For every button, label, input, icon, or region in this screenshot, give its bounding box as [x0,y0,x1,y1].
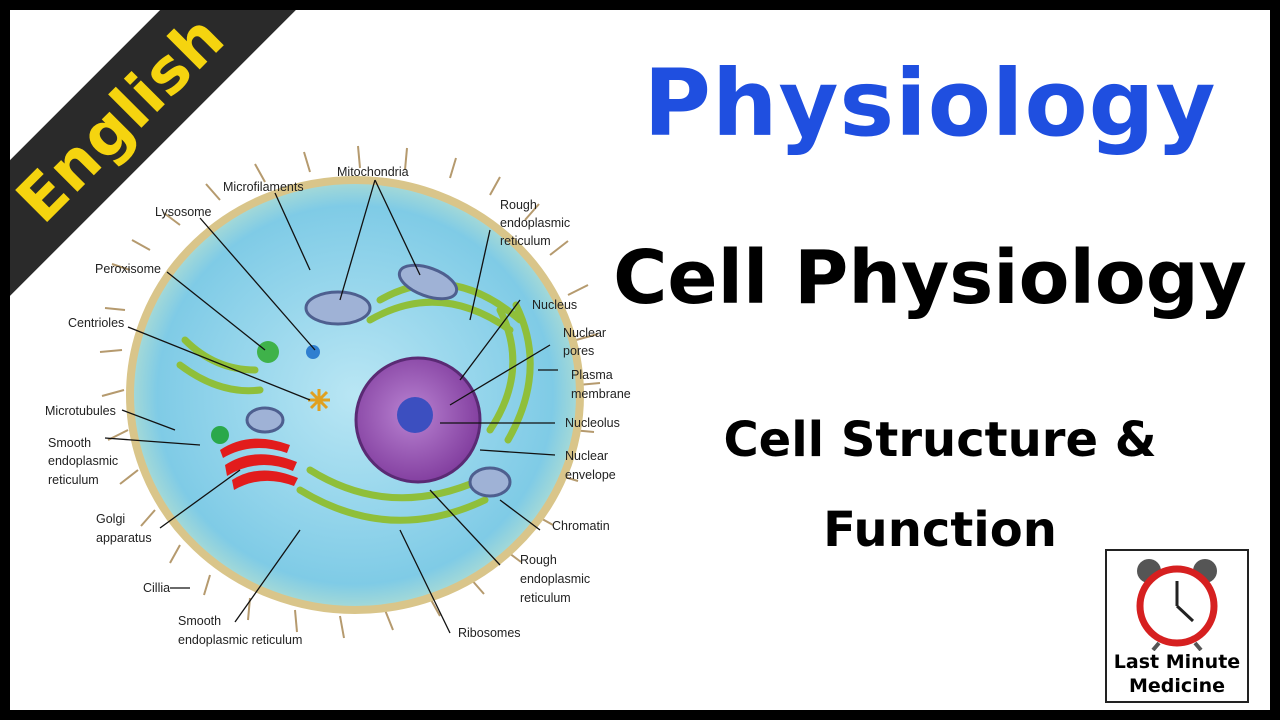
mitochondrion-icon [245,406,285,434]
label-lysosome: Lysosome [155,205,212,219]
label-microfilaments: Microfilaments [223,180,304,194]
label-smooth-er-left-2: endoplasmic [48,454,118,468]
label-rough-er-bottom-1: Rough [520,553,557,567]
mitochondrion-icon [468,466,512,498]
label-rough-er-top-3: reticulum [500,234,551,248]
ribbon-band: English [10,10,324,322]
label-rough-er-top-2: endoplasmic [500,216,570,230]
label-golgi-1: Golgi [96,512,125,526]
leader-lines [104,179,558,634]
lysosome-icon [211,426,229,444]
logo-line-2: Medicine [1128,675,1226,697]
label-plasma-membrane-1: Plasma [571,368,613,382]
vesicle-icon [306,345,320,359]
peroxisome-icon [257,341,279,363]
label-ribosomes: Ribosomes [458,626,521,640]
ribbon-label: English [10,10,239,237]
main-title: Physiology [643,50,1217,157]
label-golgi-2: apparatus [96,531,152,545]
label-nuclear-pores-1: Nuclear [563,326,606,340]
label-nucleolus: Nucleolus [565,416,620,430]
label-chromatin: Chromatin [552,519,610,533]
label-rough-er-bottom-2: endoplasmic [520,572,590,586]
language-ribbon: English [10,10,340,340]
cell-diagram: Microfilaments Mitochondria Lysosome Rou… [45,145,631,647]
description-line-2: Function [823,502,1057,558]
label-cillia: Cillia [143,581,170,595]
thumbnail-canvas: Microfilaments Mitochondria Lysosome Rou… [10,10,1270,710]
label-nuclear-envelope-2: envelope [565,468,616,482]
label-nuclear-pores-2: pores [563,344,594,358]
cilia-ring [99,145,601,639]
golgi-apparatus-icon [220,438,298,490]
nucleolus-icon [397,397,433,433]
label-smooth-er-bottom-1: Smooth [178,614,221,628]
label-smooth-er-left-1: Smooth [48,436,91,450]
logo-line-1: Last Minute [1113,651,1241,673]
label-nuclear-envelope-1: Nuclear [565,449,608,463]
label-smooth-er-left-3: reticulum [48,473,99,487]
label-centrioles: Centrioles [68,316,124,330]
description: Cell Structure & Function [690,395,1190,575]
centriole-icon [308,389,330,411]
label-microtubules: Microtubules [45,404,116,418]
subtitle: Cell Physiology [613,235,1247,321]
mitochondrion-icon [397,263,459,301]
label-rough-er-top-1: Rough [500,198,537,212]
label-nucleus: Nucleus [532,298,577,312]
alarm-clock-icon [1136,559,1218,651]
label-mitochondria: Mitochondria [337,165,409,179]
label-plasma-membrane-2: membrane [571,387,631,401]
channel-logo: Last Minute Medicine [1105,549,1249,703]
description-line-1: Cell Structure & [723,412,1157,468]
label-rough-er-bottom-3: reticulum [520,591,571,605]
label-peroxisome: Peroxisome [95,262,161,276]
label-smooth-er-bottom-2: endoplasmic reticulum [178,633,302,647]
mitochondrion-icon [304,290,372,326]
